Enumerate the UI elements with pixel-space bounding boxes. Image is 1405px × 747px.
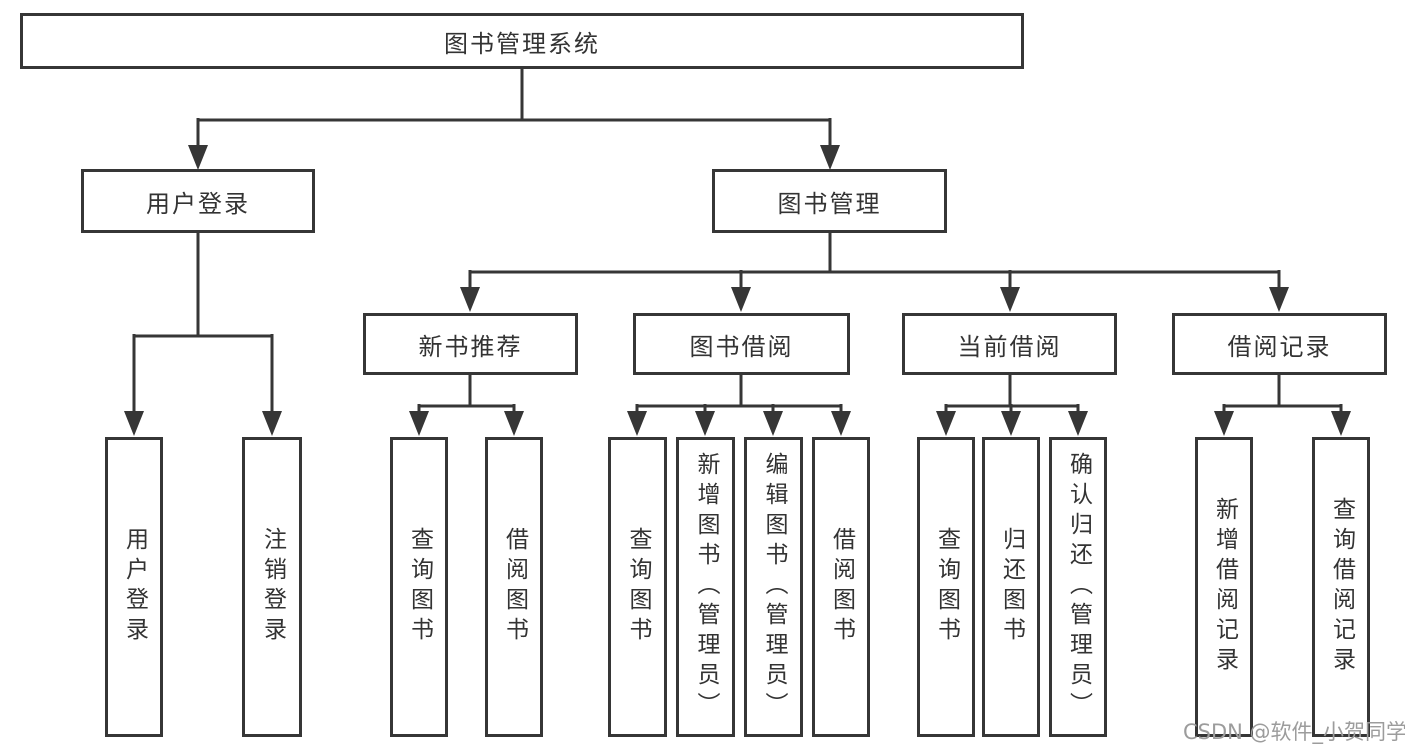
leaf-query-books-current: 查询图书 xyxy=(917,437,975,737)
leaf-add-book-admin: 新增图书（管理员） xyxy=(676,437,735,737)
leaf-query-books-borrow: 查询图书 xyxy=(608,437,667,737)
leaf-borrow-books: 借阅图书 xyxy=(812,437,870,737)
leaf-query-books-recommend: 查询图书 xyxy=(390,437,448,737)
node-new-book-recommend: 新书推荐 xyxy=(363,313,578,375)
leaf-borrow-books-recommend: 借阅图书 xyxy=(485,437,543,737)
leaf-query-borrow-record: 查询借阅记录 xyxy=(1312,437,1370,737)
leaf-confirm-return-admin: 确认归还（管理员） xyxy=(1049,437,1107,737)
arrowheads xyxy=(124,145,1351,436)
leaf-logout: 注销登录 xyxy=(242,437,302,737)
node-book-management: 图书管理 xyxy=(712,169,947,233)
node-user-login: 用户登录 xyxy=(81,169,315,233)
node-borrow-records: 借阅记录 xyxy=(1172,313,1387,375)
leaf-add-borrow-record: 新增借阅记录 xyxy=(1195,437,1253,737)
leaf-user-login: 用户登录 xyxy=(105,437,163,737)
node-book-borrow: 图书借阅 xyxy=(633,313,850,375)
leaf-edit-book-admin: 编辑图书（管理员） xyxy=(744,437,803,737)
node-current-borrow: 当前借阅 xyxy=(902,313,1117,375)
csdn-watermark: CSDN @软件_小贺同学 xyxy=(1183,720,1405,744)
node-root: 图书管理系统 xyxy=(20,13,1024,69)
leaf-return-books: 归还图书 xyxy=(982,437,1040,737)
